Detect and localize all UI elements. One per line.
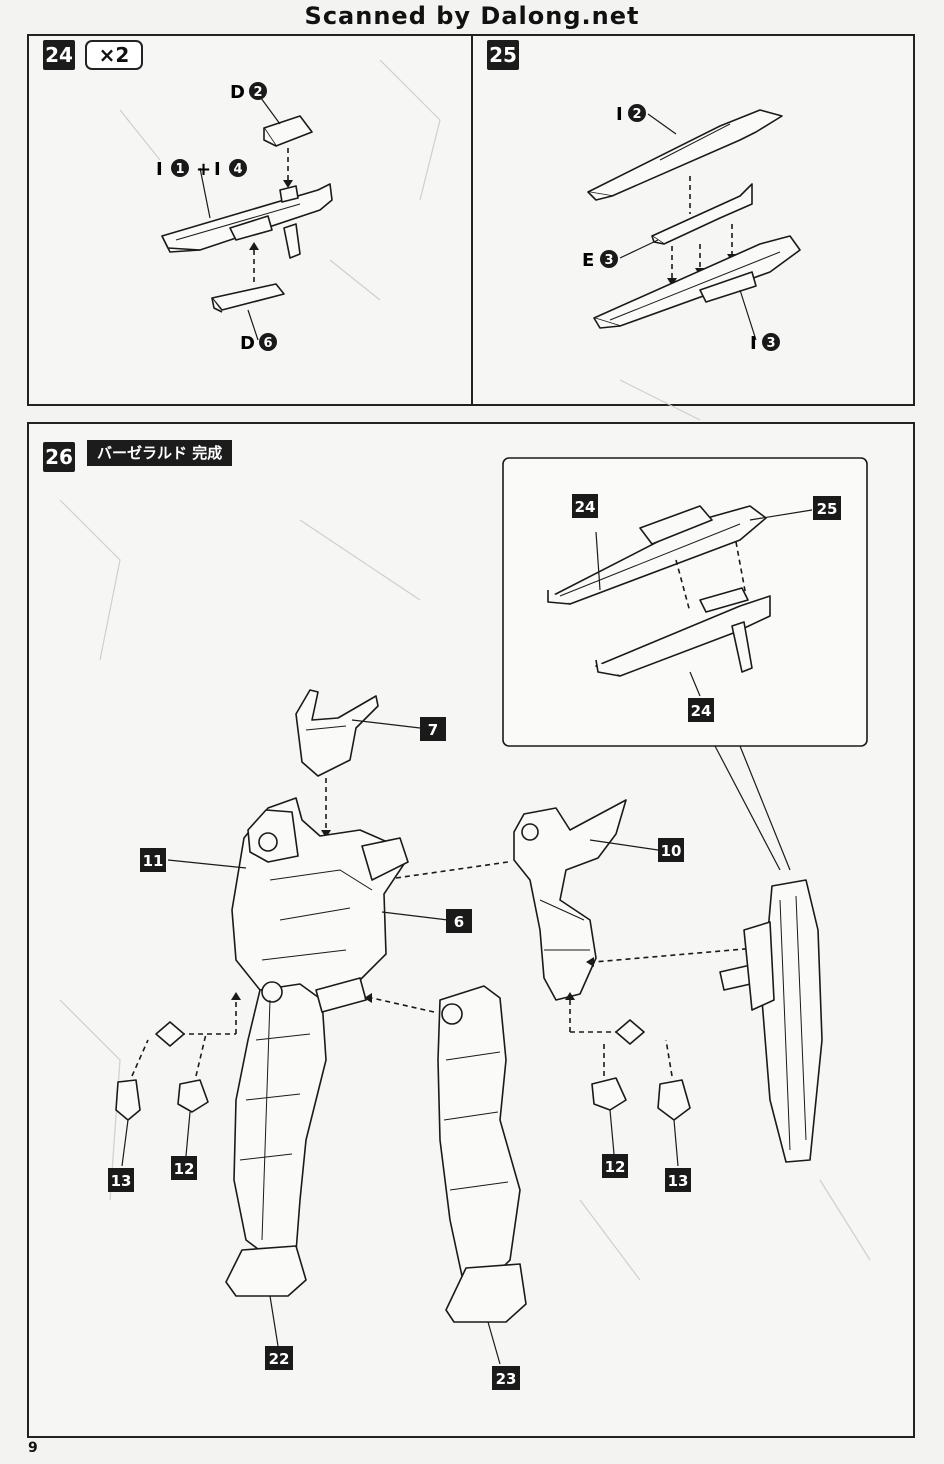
shield-weapon — [719, 879, 823, 1163]
part-ref-i3: I 3 — [750, 333, 780, 354]
svg-text:6: 6 — [263, 336, 272, 351]
svg-text:3: 3 — [766, 336, 775, 351]
filled-circle-number-icon — [171, 159, 189, 177]
inset-callout — [502, 457, 868, 871]
robot-main-body — [225, 689, 509, 1297]
svg-text:11: 11 — [143, 852, 164, 870]
svg-text:24: 24 — [691, 702, 712, 720]
step-24-badge: 24 — [43, 40, 75, 70]
callout-10: 10 — [658, 838, 684, 862]
svg-text:E: E — [582, 250, 594, 271]
callout-23: 23 — [492, 1366, 520, 1390]
callout-6: 6 — [446, 909, 472, 933]
callout-leaders — [121, 93, 813, 1365]
inset-ref-24-bottom: 24 — [688, 698, 714, 722]
callout-13-left: 13 — [108, 1168, 134, 1192]
svg-text:2: 2 — [253, 85, 262, 100]
svg-text:10: 10 — [661, 842, 682, 860]
hands-right-set — [565, 992, 691, 1121]
page-number: 9 — [28, 1440, 38, 1456]
filled-circle-number-icon — [259, 333, 277, 351]
callout-11: 11 — [140, 848, 166, 872]
part-ref-e3: E 3 — [582, 250, 618, 271]
svg-text:7: 7 — [428, 721, 438, 739]
callout-12-left: 12 — [171, 1156, 197, 1180]
svg-text:I: I — [214, 159, 221, 180]
part-ref-i1-i4: I 1 + I 4 — [156, 159, 247, 180]
callout-13-right: 13 — [665, 1168, 691, 1192]
svg-text:22: 22 — [269, 1350, 290, 1368]
step-26-badge: 26 — [43, 442, 75, 472]
part-ref-i2: I 2 — [616, 104, 646, 125]
hands-left-set — [115, 992, 241, 1121]
hand-swap-diamond-icon-left — [155, 1021, 185, 1047]
inset-ref-25: 25 — [813, 496, 841, 520]
filled-circle-number-icon — [762, 333, 780, 351]
callout-7: 7 — [420, 717, 446, 741]
robot-arm-10 — [513, 799, 757, 1001]
completion-title: バーゼラルド 完成 — [87, 440, 233, 466]
robot-leg-23 — [437, 985, 527, 1323]
svg-text:23: 23 — [496, 1370, 517, 1388]
svg-text:13: 13 — [111, 1172, 132, 1190]
svg-text:I: I — [616, 104, 623, 125]
svg-text:3: 3 — [604, 253, 613, 268]
svg-text:24: 24 — [575, 498, 596, 516]
filled-circle-number-icon — [628, 104, 646, 122]
part-ref-d2: D 2 — [230, 82, 267, 103]
svg-text:13: 13 — [668, 1172, 689, 1190]
svg-text:6: 6 — [454, 913, 464, 931]
callout-12-right: 12 — [602, 1154, 628, 1178]
svg-text:D: D — [230, 82, 245, 103]
hand-swap-diamond-icon-right — [615, 1019, 645, 1045]
svg-text:I: I — [750, 333, 757, 354]
callout-22: 22 — [265, 1346, 293, 1370]
filled-circle-number-icon — [600, 250, 618, 268]
filled-circle-number-icon — [229, 159, 247, 177]
part-ref-d6: D 6 — [240, 333, 277, 354]
svg-text:2: 2 — [632, 107, 641, 122]
quantity-multiplier-badge: ×2 — [85, 40, 143, 70]
svg-text:I: I — [156, 159, 163, 180]
step-25-panel: 25 — [471, 34, 915, 406]
svg-text:12: 12 — [174, 1160, 195, 1178]
svg-text:25: 25 — [817, 500, 838, 518]
svg-text:4: 4 — [233, 162, 242, 177]
step-24-drawing — [161, 115, 333, 313]
filled-circle-number-icon — [249, 82, 267, 100]
svg-text:D: D — [240, 333, 255, 354]
svg-text:1: 1 — [175, 162, 184, 177]
scan-credit: Scanned by Dalong.net — [304, 2, 640, 30]
svg-text:12: 12 — [605, 1158, 626, 1176]
step-25-drawing — [587, 109, 801, 329]
inset-ref-24-top: 24 — [572, 494, 598, 518]
svg-text:+: + — [196, 159, 211, 180]
step-25-badge: 25 — [487, 40, 519, 70]
